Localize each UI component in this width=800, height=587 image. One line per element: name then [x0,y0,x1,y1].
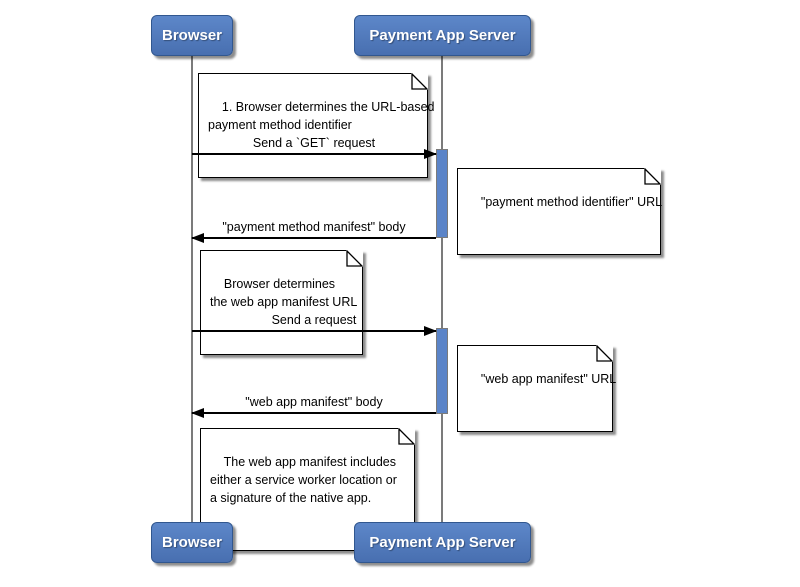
message-send-request-label: Send a request [271,313,357,327]
note-payment-method-identifier-url-text: "payment method identifier" URL [480,195,663,210]
lifeline-browser [191,56,193,523]
arrowhead-left-icon [191,233,204,243]
note-fold-icon [398,428,415,445]
note-payment-method-identifier-url: "payment method identifier" URL [457,168,663,255]
message-send-get-request-line [192,149,437,159]
note-fold-icon [346,250,363,267]
message-web-app-manifest-body: "web app manifest" body [191,395,436,418]
message-web-app-manifest-body-line [191,408,436,418]
actor-server-bottom-label: Payment App Server [369,534,516,551]
lifeline-payment-app-server [441,56,443,523]
actor-server-top-label: Payment App Server [369,27,516,44]
message-payment-method-manifest-body: "payment method manifest" body [191,220,436,243]
message-send-get-request-label: Send a `GET` request [252,136,376,150]
note-fold-icon [411,73,428,90]
arrowhead-right-icon [424,326,437,336]
actor-server-bottom: Payment App Server [354,522,531,563]
actor-browser-top-label: Browser [161,27,223,44]
note-web-app-manifest-url-step-text: Browser determines the web app manifest … [210,277,358,310]
note-web-app-manifest-contents-text: The web app manifest includes either a s… [210,455,397,506]
actor-browser-bottom-label: Browser [161,534,223,551]
message-web-app-manifest-body-label: "web app manifest" body [245,395,383,409]
note-fold-icon [596,345,613,362]
activation-bar-server-1 [436,149,448,238]
note-fold-icon [644,168,661,185]
message-send-request: Send a request [192,313,437,336]
note-web-app-manifest-url: "web app manifest" URL [457,345,617,432]
message-payment-method-manifest-body-line [191,233,436,243]
message-payment-method-manifest-body-label: "payment method manifest" body [222,220,406,234]
note-web-app-manifest-url-step: Browser determines the web app manifest … [200,250,363,355]
arrowhead-right-icon [424,149,437,159]
note-web-app-manifest-url-text: "web app manifest" URL [480,372,617,387]
actor-server-top: Payment App Server [354,15,531,56]
activation-bar-server-2 [436,328,448,414]
note-payment-method-identifier-step-text: 1. Browser determines the URL-based paym… [208,100,435,133]
message-send-request-line [192,326,437,336]
note-payment-method-identifier-step: 1. Browser determines the URL-based paym… [198,73,435,178]
actor-browser-bottom: Browser [151,522,233,563]
arrowhead-left-icon [191,408,204,418]
actor-browser-top: Browser [151,15,233,56]
message-send-get-request: Send a `GET` request [192,136,437,159]
